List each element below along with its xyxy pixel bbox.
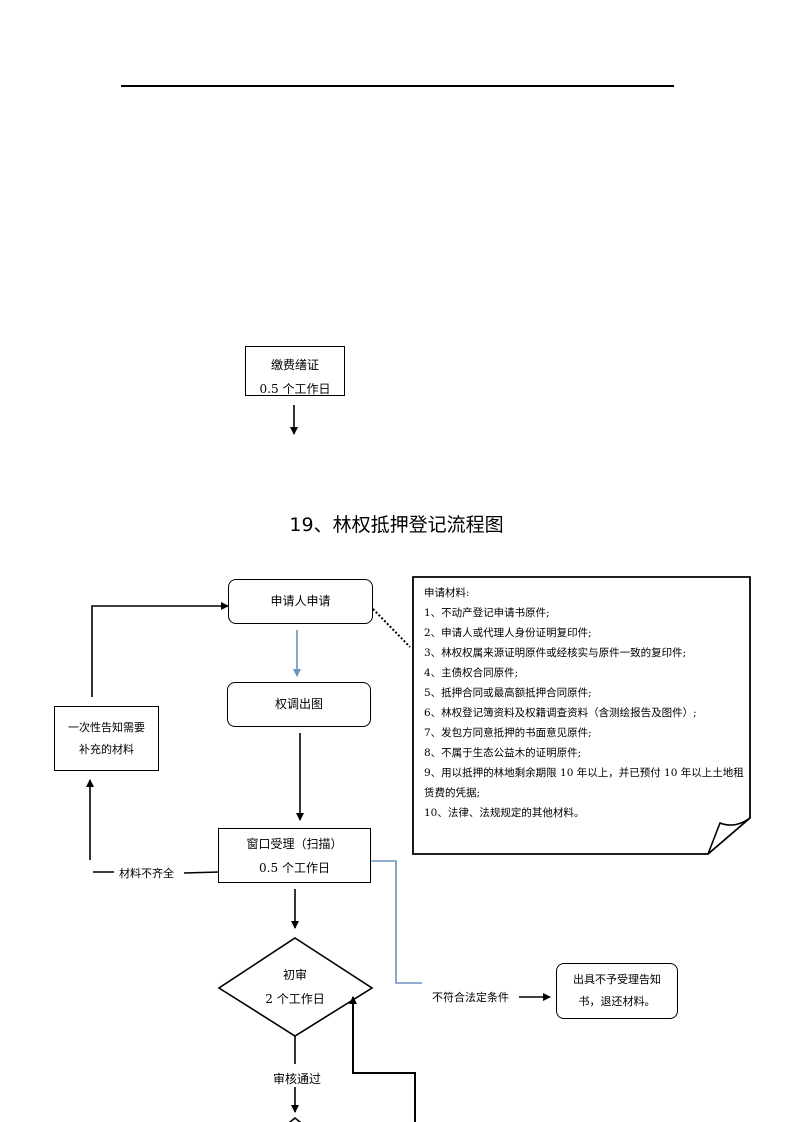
line-window-to-incomplete <box>183 871 220 874</box>
payment-certificate-box: 缴费缮证 0.5 个工作日 <box>245 346 345 396</box>
materials-item: 5、抵押合同或最高额抵押合同原件; <box>424 687 592 699</box>
reject-node: 出具不予受理告知 书，退还材料。 <box>556 963 678 1019</box>
next-diamond-top <box>288 1116 302 1122</box>
blue-connector-not-qualified <box>370 860 422 984</box>
apply-label: 申请人申请 <box>270 594 331 609</box>
reject-line2: 书，退还材料。 <box>578 995 656 1008</box>
inform-line2: 补充的材料 <box>79 742 134 756</box>
materials-item: 2、申请人或代理人身份证明复印件; <box>424 627 592 639</box>
review-text: 初审 2 个工作日 <box>235 963 355 1011</box>
dotted-link-to-note <box>372 608 411 648</box>
reject-line1: 出具不予受理告知 <box>573 973 661 986</box>
materials-heading: 申请材料: <box>424 587 470 599</box>
materials-item: 9、用以抵押的林地剩余期限 10 年以上，并已预付 10 年以上土地租赁费的凭据… <box>424 767 744 799</box>
apply-node: 申请人申请 <box>228 579 373 624</box>
window-line1: 窗口受理（扫描） <box>246 836 343 851</box>
payment-certificate-duration: 0.5 个工作日 <box>259 382 331 396</box>
materials-item: 1、不动产登记申请书原件; <box>424 607 550 619</box>
header-rule <box>121 85 674 87</box>
passed-label: 审核通过 <box>273 1070 322 1087</box>
inform-node: 一次性告知需要 补充的材料 <box>54 706 159 771</box>
review-line1: 初审 <box>282 968 307 982</box>
window-node: 窗口受理（扫描） 0.5 个工作日 <box>218 828 371 883</box>
section-title: 19、林权抵押登记流程图 <box>289 514 504 536</box>
inform-line1: 一次性告知需要 <box>68 720 145 734</box>
survey-node: 权调出图 <box>227 682 371 727</box>
arrow-inform-to-apply <box>91 602 229 697</box>
materials-item: 3、林权权属来源证明原件或经核实与原件一致的复印件; <box>424 647 687 659</box>
materials-item: 7、发包方同意抵押的书面意见原件; <box>424 727 592 739</box>
not-qualified-label: 不符合法定条件 <box>432 991 509 1004</box>
materials-item: 10、法律、法规规定的其他材料。 <box>424 807 585 819</box>
materials-item: 6、林权登记簿资料及权籍调查资料（含测绘报告及图件）; <box>424 707 697 719</box>
survey-label: 权调出图 <box>274 697 323 712</box>
payment-certificate-label: 缴费缮证 <box>270 358 319 372</box>
window-line2: 0.5 个工作日 <box>259 860 330 875</box>
note-fold-icon <box>707 817 751 855</box>
materials-note: 申请材料: 1、不动产登记申请书原件; 2、申请人或代理人身份证明复印件; 3、… <box>424 583 744 823</box>
incomplete-label: 材料不齐全 <box>119 867 174 880</box>
materials-item: 8、不属于生态公益木的证明原件; <box>424 747 582 759</box>
arrow-return-to-review <box>349 996 416 1122</box>
review-line2: 2 个工作日 <box>265 992 325 1006</box>
materials-item: 4、主债权合同原件; <box>424 667 519 679</box>
